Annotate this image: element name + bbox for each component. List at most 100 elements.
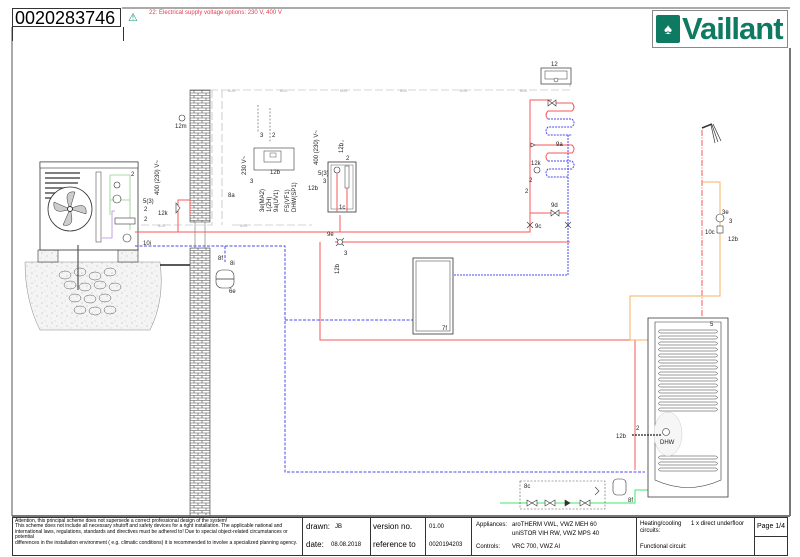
ground-gravel — [24, 261, 192, 331]
tank-coil-loop — [658, 335, 718, 340]
appliances-line: uniSTOR VIH RW, VWZ MPS 40 — [512, 531, 600, 537]
disclaimer-title: Attention, this principal scheme does no… — [15, 518, 228, 524]
svg-text:12m: 12m — [175, 124, 187, 130]
tank-coil-loop — [658, 359, 718, 364]
room-controller-12 — [540, 67, 572, 85]
svg-text:12b: 12b — [728, 237, 739, 243]
reference-value: 0020194203 — [429, 542, 463, 548]
tank-coil-loop — [658, 341, 718, 346]
svg-text:12b: 12b — [335, 263, 341, 274]
svg-text:3e(MA2): 3e(MA2) — [260, 189, 266, 212]
tank-coil-loop — [658, 395, 718, 400]
tank-coil-loop — [658, 455, 718, 460]
svg-text:BUS: BUS — [400, 89, 408, 93]
tank-coil-loop — [658, 383, 718, 388]
disclaimer-line: This scheme does not include all necessa… — [15, 523, 283, 530]
svg-text:12k: 12k — [531, 161, 542, 167]
svg-text:12b: 12b — [616, 434, 627, 440]
underfloor-heating-loops — [452, 102, 575, 276]
pump-icon — [122, 233, 132, 243]
svg-text:2: 2 — [529, 178, 533, 184]
expansion-vessel-6e — [215, 269, 235, 289]
scheme-number-subbox — [12, 27, 124, 41]
svg-text:2: 2 — [272, 133, 276, 139]
bus-labels: BUS BUS BUS BUS BUS BUS BUS BUS — [158, 89, 528, 228]
expansion-vessel-8f — [612, 478, 627, 496]
svg-text:2: 2 — [131, 172, 135, 178]
warning-triangle-icon: ⚠ — [128, 12, 138, 24]
svg-text:8c: 8c — [524, 484, 530, 490]
controls-label: Controls: — [476, 544, 501, 550]
svg-text:FS(VF1): FS(VF1) — [285, 189, 291, 212]
svg-text:2: 2 — [346, 156, 350, 162]
svg-text:BUS: BUS — [228, 89, 236, 93]
svg-text:12k: 12k — [158, 211, 169, 217]
appliances-line: aroTHERM VWL, VWZ MEH 60 — [512, 522, 597, 528]
svg-text:8f: 8f — [218, 256, 223, 262]
svg-text:BUS: BUS — [340, 89, 348, 93]
scheme-number: 0020283746 — [12, 8, 121, 28]
disclaimer: Attention, this principal scheme does no… — [13, 518, 303, 555]
title-block: Attention, this principal scheme does no… — [12, 517, 788, 556]
buffer-tank-7f — [412, 257, 454, 335]
building-wall — [189, 89, 211, 517]
svg-text:230 V~: 230 V~ — [242, 155, 248, 175]
tank-coil-loop — [658, 365, 718, 370]
svg-text:8a: 8a — [228, 193, 235, 199]
svg-text:2: 2 — [144, 217, 148, 223]
bus-lines — [140, 84, 571, 226]
svg-text:9e: 9e — [327, 232, 334, 238]
dhw-storage-tank — [632, 317, 729, 498]
heating-label: Heating/cooling circuits: — [640, 521, 682, 534]
tank-coil-loop — [658, 461, 718, 466]
svg-text:8i: 8i — [230, 261, 235, 267]
svg-text:12b: 12b — [339, 142, 345, 153]
svg-text:10c: 10c — [705, 230, 715, 236]
heat-pump-outdoor-unit — [37, 161, 139, 290]
outdoor-sensor-icon — [178, 114, 186, 122]
drawn-value: JB — [335, 524, 343, 530]
diagram-labels: 2 400 (230) V~ 5(3) 2 12k 2 10i 12m 12b … — [131, 62, 739, 504]
drawn-label: drawn: — [306, 522, 331, 531]
shower-icon — [701, 123, 722, 144]
tank-coil-loop — [658, 329, 718, 334]
flow-pipes — [135, 99, 636, 470]
svg-text:3: 3 — [323, 179, 327, 185]
svg-text:1c: 1c — [339, 205, 345, 211]
page-cell: Page 1/4 — [755, 518, 787, 555]
svg-text:DHW(SP1): DHW(SP1) — [292, 182, 298, 212]
svg-text:3: 3 — [344, 251, 348, 257]
vaillant-logo: ♠ Vaillant — [652, 10, 788, 48]
svg-text:3e: 3e — [722, 210, 729, 216]
svg-text:BUS: BUS — [280, 89, 288, 93]
svg-text:BUS: BUS — [158, 224, 166, 228]
svg-text:8f: 8f — [628, 498, 633, 504]
date-value: 08.08.2018 — [331, 542, 362, 548]
date-label: date: — [306, 540, 324, 549]
svg-text:5: 5 — [710, 322, 714, 328]
return-pipes — [135, 245, 645, 473]
svg-text:400 (230) V~: 400 (230) V~ — [314, 130, 320, 165]
svg-text:10i: 10i — [143, 241, 151, 247]
svg-text:12b: 12b — [270, 170, 281, 176]
svg-text:12b: 12b — [308, 186, 319, 192]
appliances-cell: Appliances: aroTHERM VWL, VWZ MEH 60 uni… — [472, 518, 637, 555]
disclaimer-line: differences in the installation environm… — [15, 539, 298, 546]
svg-text:9a(UV1): 9a(UV1) — [274, 190, 280, 212]
system-controller-12b — [253, 147, 295, 171]
svg-text:3: 3 — [250, 179, 254, 185]
svg-text:3: 3 — [729, 219, 733, 225]
circuits-cell: Heating/cooling circuits: 1 x direct und… — [637, 518, 755, 555]
tank-coil-loop — [658, 407, 718, 412]
drawing-frame — [11, 7, 791, 517]
safety-group-8c — [519, 480, 606, 510]
electric-heater-module-1c — [327, 161, 357, 213]
tank-coil-loop — [658, 353, 718, 358]
warning-text: 22: Electrical supply voltage options: 2… — [149, 10, 282, 16]
drawn-date-cell: drawn: JB date: 08.08.2018 — [303, 518, 371, 555]
svg-text:7f: 7f — [442, 326, 447, 332]
svg-text:BUS: BUS — [520, 89, 528, 93]
tank-coil-loop — [658, 389, 718, 394]
svg-text:6e: 6e — [229, 289, 236, 295]
